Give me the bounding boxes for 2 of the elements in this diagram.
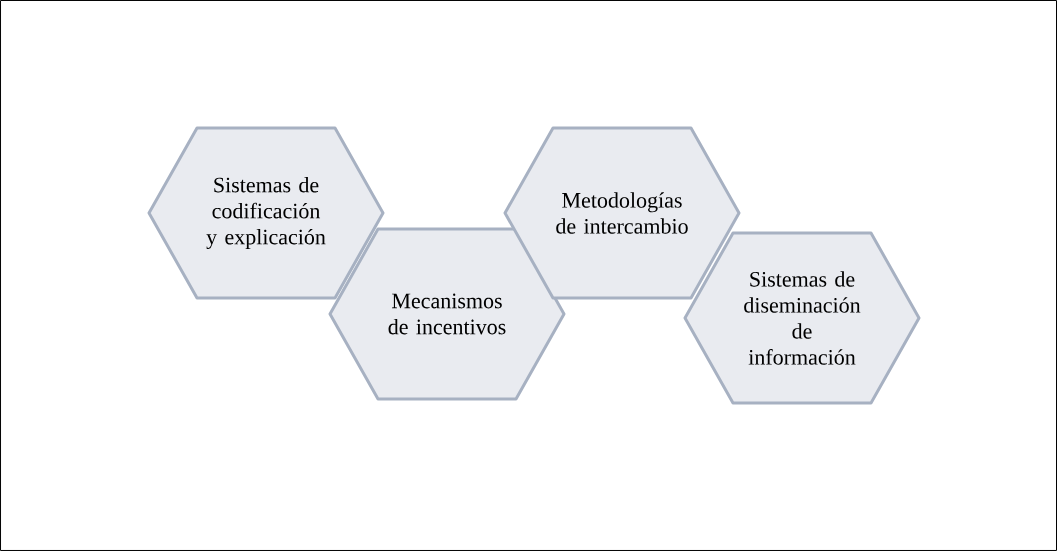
hexagon: Sistemas de codificación y explicación [147, 126, 385, 300]
hexagon: Metodologías de intercambio [503, 126, 741, 300]
